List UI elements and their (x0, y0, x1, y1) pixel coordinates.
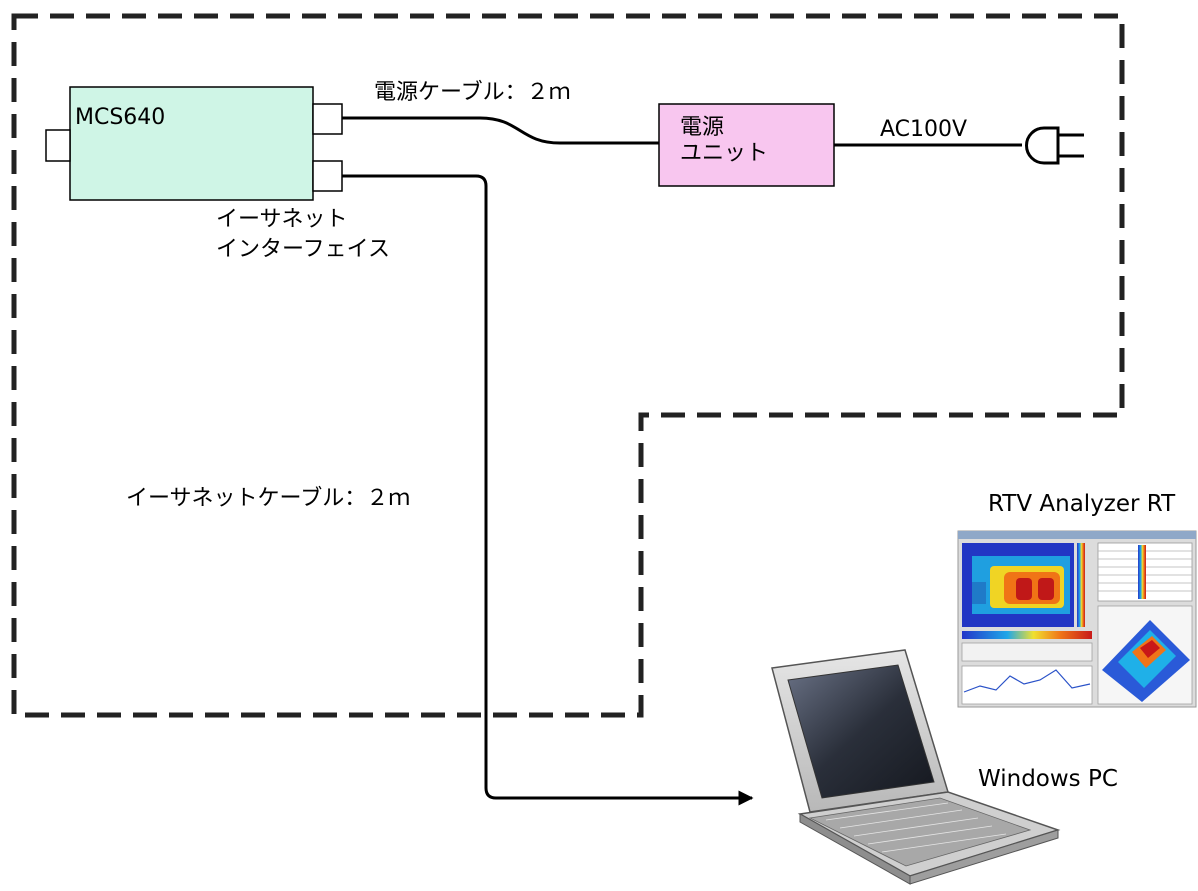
ac-supply-label: AC100V (880, 117, 967, 142)
device-box (69, 86, 314, 201)
power-cable-line (342, 116, 660, 145)
thermal-analyzer-screenshot-icon (957, 530, 1197, 708)
ethernet-cable-line (342, 174, 754, 806)
mcs640-device: MCS640 (45, 86, 343, 201)
ac-plug-icon (1025, 126, 1084, 165)
power-cable-label: 電源ケーブル：２ｍ (374, 80, 571, 105)
device-left-port (45, 129, 71, 162)
power-unit: 電源 ユニット (658, 103, 835, 187)
power-unit-label-line2: ユニット (680, 141, 768, 166)
ethernet-interface-label-line1: イーサネット (216, 207, 348, 232)
ethernet-port (312, 160, 343, 192)
power-unit-label-line1: 電源 (680, 115, 724, 140)
device-label: MCS640 (75, 105, 165, 130)
ethernet-interface-label-line2: インターフェイス (216, 237, 390, 262)
power-port (312, 103, 343, 135)
boundary-dashed-outline (11, 13, 1125, 718)
ethernet-cable-label: イーサネットケーブル：２ｍ (126, 486, 410, 511)
laptop-icon (771, 649, 1061, 885)
computer-label: Windows PC (978, 766, 1118, 792)
software-label: RTV Analyzer RT (988, 491, 1176, 517)
power-unit-box (658, 103, 835, 187)
